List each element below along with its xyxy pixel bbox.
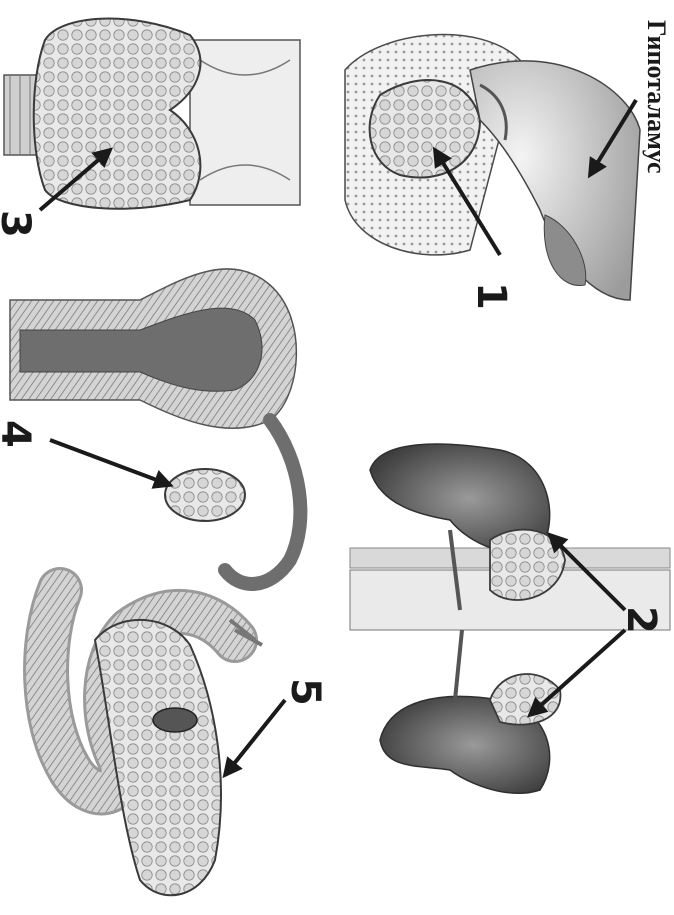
thyroid-gland: [4, 19, 300, 209]
pancreas-duodenum: [46, 590, 262, 895]
arrow-4: [50, 440, 170, 485]
label-3: 3: [0, 210, 38, 238]
hypothalamus-label: Гипоталамус: [642, 20, 671, 174]
label-4: 4: [0, 420, 38, 448]
label-2: 2: [618, 606, 664, 634]
label-1: 1: [468, 282, 514, 310]
arrow-5: [225, 700, 285, 775]
arrow-2b: [530, 630, 625, 715]
label-5: 5: [282, 678, 328, 706]
uterus-ovary: [10, 269, 300, 584]
